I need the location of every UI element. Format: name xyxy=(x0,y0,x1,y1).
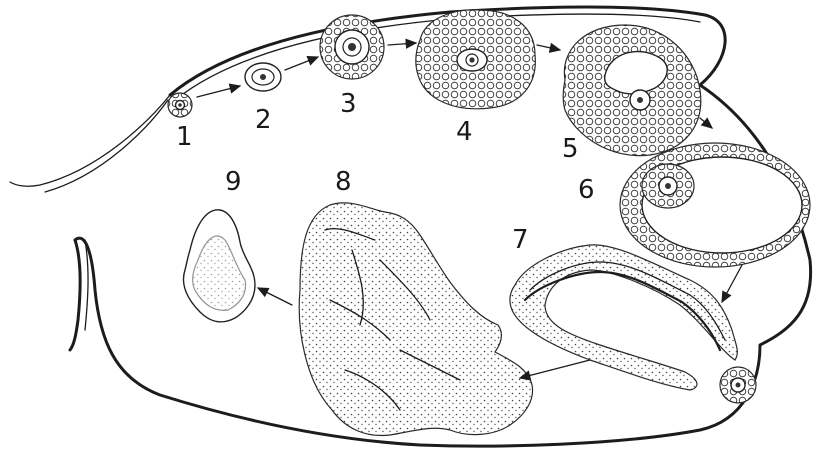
stage-label-5: 5 xyxy=(562,134,579,164)
stage-label-9: 9 xyxy=(225,167,242,197)
primordial-follicle xyxy=(168,93,192,117)
stage-label-1: 1 xyxy=(176,122,193,152)
secondary-follicle xyxy=(320,15,384,79)
arrow-1-to-2 xyxy=(197,86,240,97)
stage-label-8: 8 xyxy=(335,167,352,197)
released-ovum xyxy=(720,367,756,403)
stage-label-4: 4 xyxy=(456,117,473,147)
ligament-lower-inner xyxy=(85,240,88,330)
mature-follicle xyxy=(620,143,810,267)
arrow-4-to-5 xyxy=(537,45,560,50)
arrow-8-to-9 xyxy=(258,288,292,305)
corpus-albicans xyxy=(183,210,255,322)
antral-follicle xyxy=(563,25,701,156)
arrow-3-to-4 xyxy=(388,43,416,45)
stage-label-3: 3 xyxy=(340,89,357,119)
arrow-7-to-8 xyxy=(520,360,590,378)
stage-label-7: 7 xyxy=(512,225,529,255)
primary-follicle xyxy=(245,63,281,91)
growing-follicle xyxy=(416,10,536,109)
arrow-5-to-6 xyxy=(700,118,712,128)
stage-label-6: 6 xyxy=(578,175,595,205)
arrow-6-to-7 xyxy=(722,265,742,302)
arrow-2-to-3 xyxy=(285,57,318,70)
ligament-upper-inner xyxy=(45,100,168,192)
corpus-luteum xyxy=(299,203,532,436)
ligament-lower xyxy=(70,240,80,350)
stage-label-2: 2 xyxy=(255,105,272,135)
